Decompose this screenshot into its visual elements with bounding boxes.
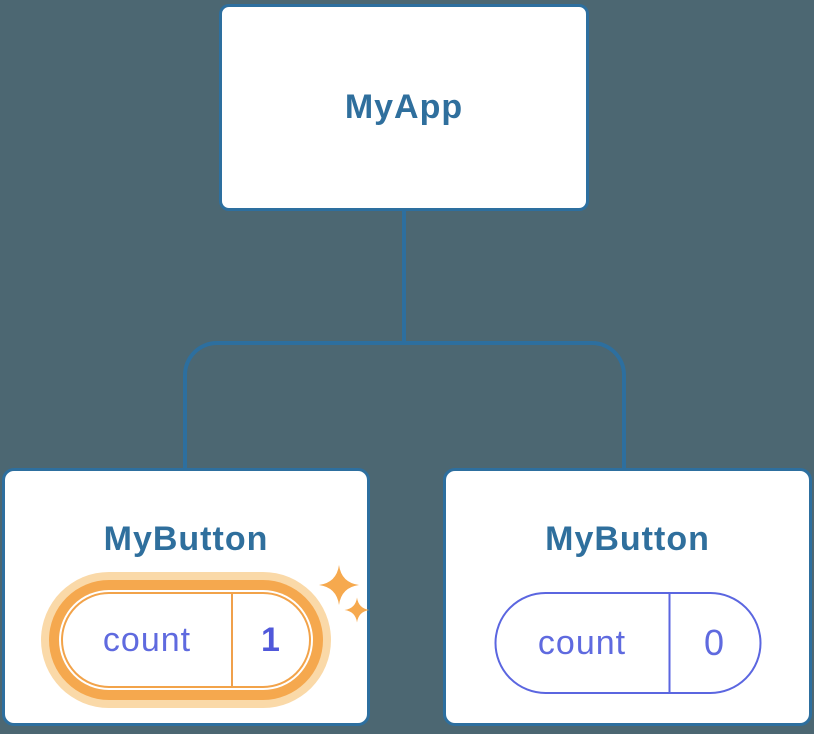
state-value: 1	[261, 620, 281, 659]
pill-divider	[668, 594, 670, 692]
node-mybutton-left-label: MyButton	[103, 520, 269, 558]
node-mybutton-right-label: MyButton	[545, 520, 710, 558]
state-pill: count 0	[494, 592, 761, 694]
node-myapp-label: MyApp	[344, 88, 464, 126]
state-value: 0	[703, 622, 726, 663]
connector-stem	[402, 209, 406, 343]
node-myapp: MyApp	[219, 4, 589, 211]
pill-divider	[231, 594, 233, 686]
connector-branches	[183, 341, 626, 468]
node-mybutton-right: MyButton count 0	[443, 468, 812, 726]
sparkle-icon	[319, 565, 370, 623]
node-mybutton-left: MyButton count 1	[2, 468, 370, 726]
state-key-label: count	[102, 620, 192, 659]
state-pill-highlighted: count 1	[61, 592, 311, 688]
state-key-label: count	[537, 623, 627, 662]
